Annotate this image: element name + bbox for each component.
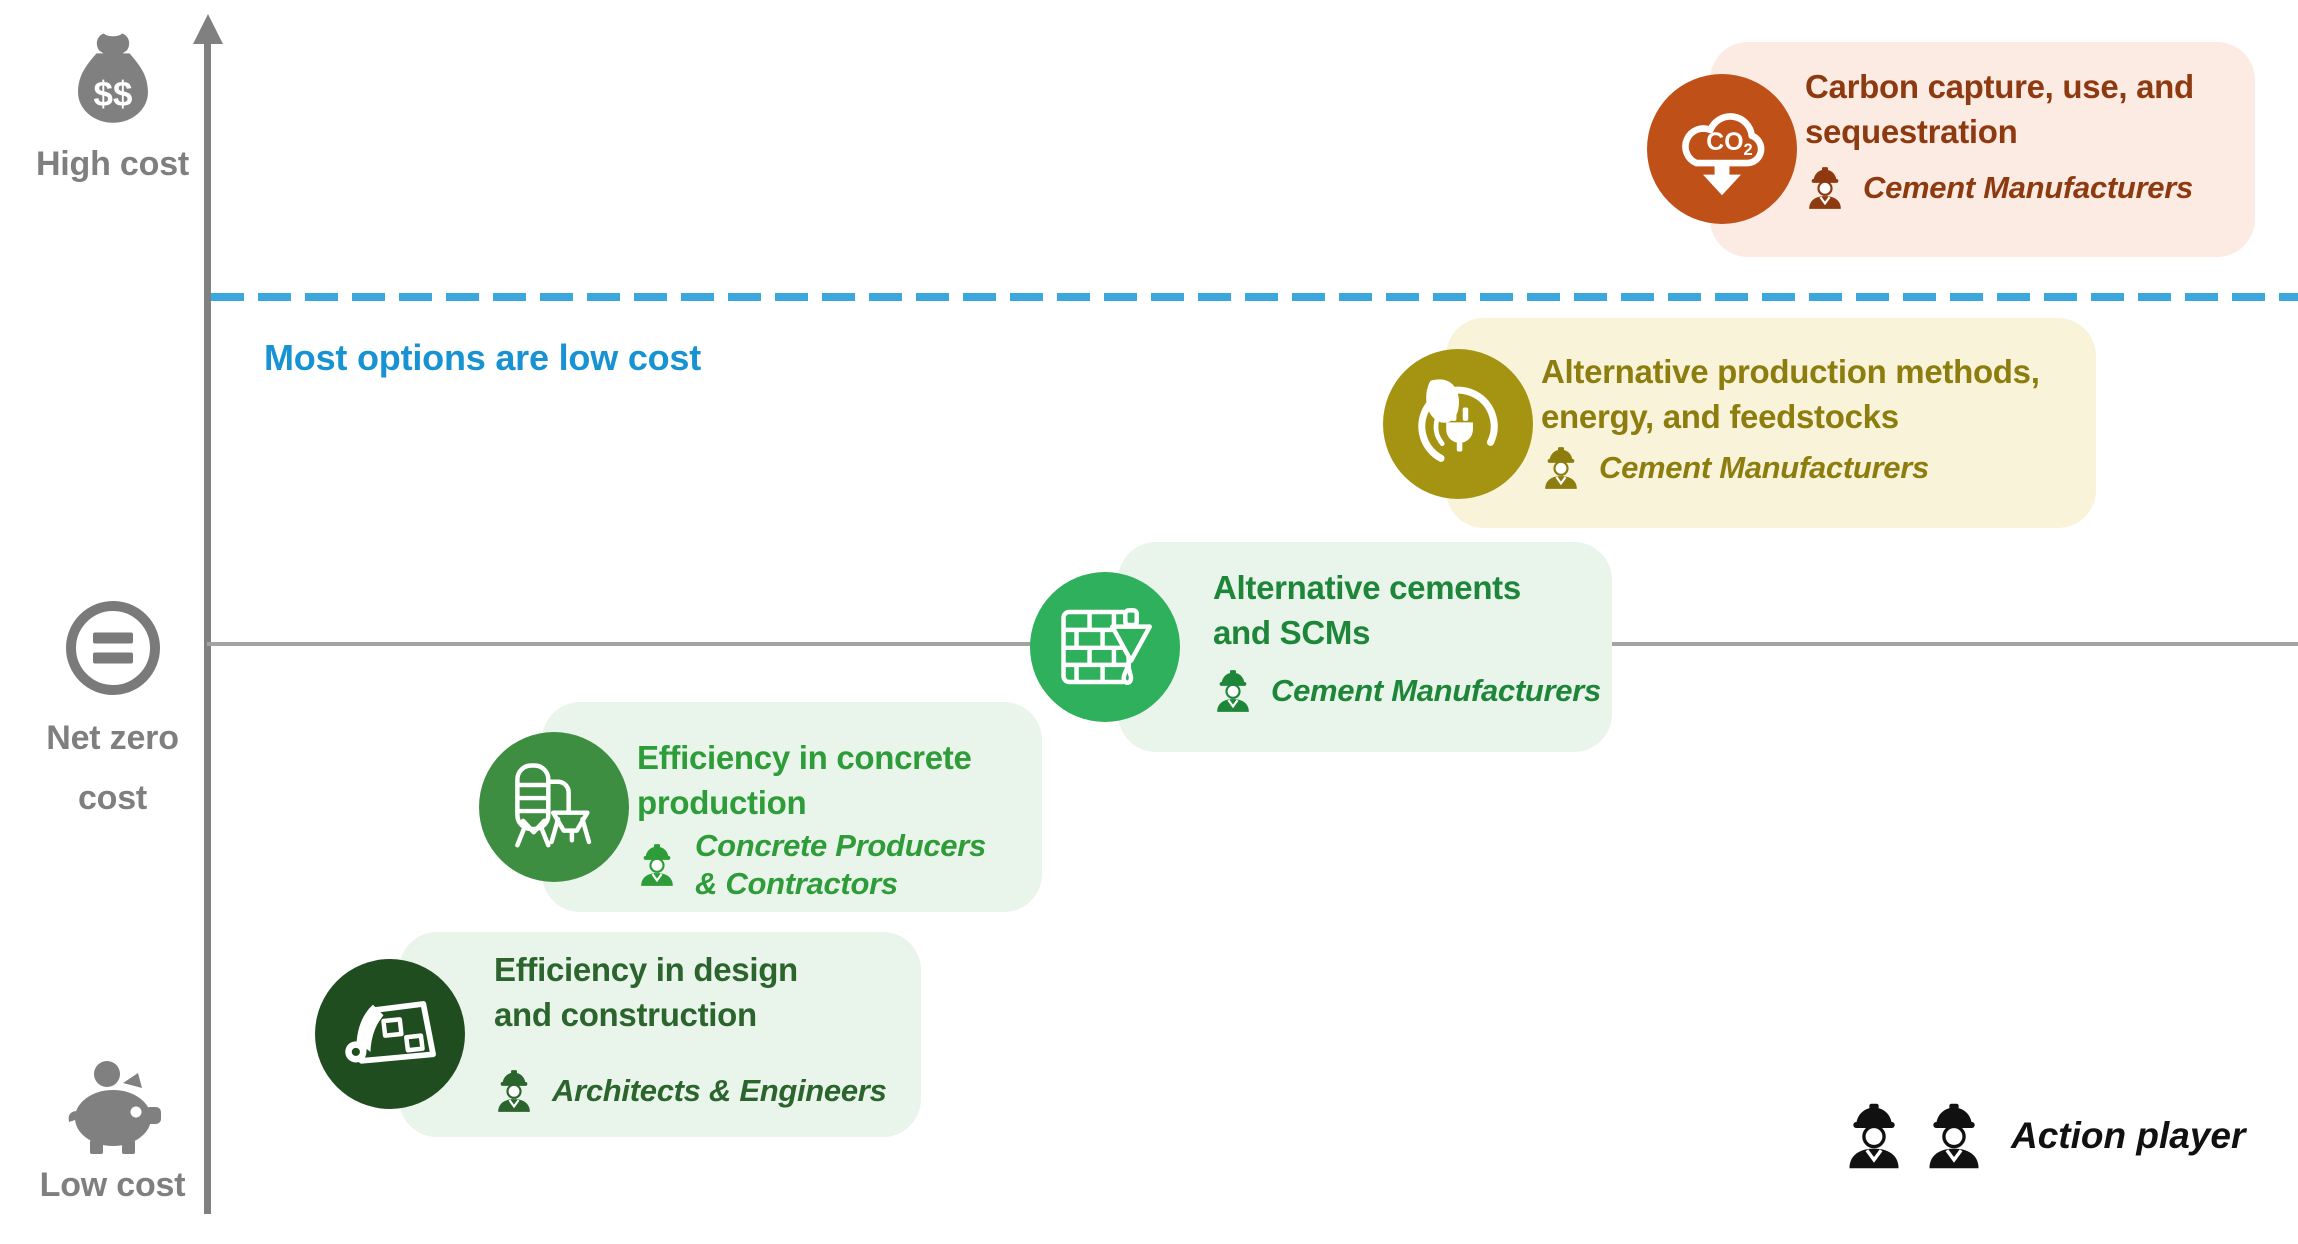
card-title-line: Alternative production methods, (1541, 353, 2040, 390)
low-cost-threshold-dashed-line (211, 293, 2298, 301)
card-title-line: and SCMs (1213, 614, 1371, 651)
card-icon-circle (1383, 349, 1533, 499)
card-title-line: and construction (494, 996, 757, 1033)
worker-icon (1216, 669, 1250, 713)
card-title-line: Efficiency in design (494, 951, 798, 988)
equals-circle-icon (65, 601, 160, 695)
card-design-construction: Efficiency in design and construction Ar… (399, 932, 921, 1137)
co2-cloud-arrow-icon: CO2 (1682, 113, 1765, 196)
axis-label-group-low-cost: Low cost (15, 1055, 210, 1207)
action-player-label: Cement Manufacturers (1863, 170, 2193, 205)
action-player-legend: Action player (1843, 1098, 2245, 1174)
blueprint-icon (345, 1001, 436, 1064)
card-icon-circle (1030, 572, 1180, 722)
worker-icon (1544, 446, 1578, 490)
action-player-label: & Contractors (695, 866, 898, 901)
svg-text:$$: $$ (93, 75, 132, 114)
low-cost-label: Low cost (39, 1166, 186, 1204)
brick-trowel-icon (1061, 608, 1152, 685)
action-player-row: Cement Manufacturers (1541, 445, 2040, 491)
axis-label-group-high-cost: $$ High cost (15, 28, 210, 186)
card-title-line: sequestration (1805, 113, 2018, 150)
card-icon-circle: CO2 (1647, 74, 1797, 224)
worker-icon (1847, 1102, 1901, 1170)
card-icon-circle (315, 959, 465, 1109)
piggy-bank-icon (68, 1061, 161, 1154)
action-player-legend-label: Action player (2011, 1115, 2246, 1156)
axis-label-group-net-zero: Net zero cost (15, 596, 210, 820)
card-title-line: Carbon capture, use, and (1805, 68, 2194, 105)
worker-icon (640, 843, 674, 887)
net-zero-cost-label-line2: cost (77, 779, 148, 817)
card-alternative-production: Alternative production methods, energy, … (1446, 318, 2096, 528)
action-player-row: Concrete Producers & Contractors (637, 827, 986, 903)
silo-hopper-icon (515, 763, 592, 848)
high-cost-label: High cost (35, 145, 190, 183)
worker-icon (1927, 1102, 1981, 1170)
action-player-label: Cement Manufacturers (1599, 450, 1929, 485)
worker-icon (1808, 166, 1842, 210)
card-title-line: production (637, 784, 807, 821)
svg-text:CO2: CO2 (1706, 129, 1752, 159)
action-player-row: Architects & Engineers (494, 1068, 887, 1114)
cost-axis-line (204, 40, 211, 1214)
card-alternative-cements: Alternative cements and SCMs Cement Manu… (1118, 542, 1612, 752)
card-title-line: Efficiency in concrete (637, 739, 972, 776)
action-player-label: Cement Manufacturers (1271, 673, 1601, 708)
card-carbon-capture: Carbon capture, use, and sequestration C… (1710, 42, 2255, 257)
action-player-label: Concrete Producers (695, 828, 986, 863)
card-title-line: energy, and feedstocks (1541, 398, 1899, 435)
cost-axis-arrowhead-icon (193, 14, 223, 44)
card-icon-circle (479, 732, 629, 882)
worker-icon (497, 1069, 531, 1113)
action-player-row: Cement Manufacturers (1213, 668, 1601, 714)
action-player-row: Cement Manufacturers (1805, 165, 2194, 211)
leaf-plug-icon (1418, 379, 1498, 467)
action-player-label: Architects & Engineers (552, 1073, 887, 1108)
money-bag-icon: $$ (77, 33, 148, 123)
card-title-line: Alternative cements (1213, 569, 1521, 606)
annotation-most-options-low-cost: Most options are low cost (264, 337, 702, 378)
net-zero-cost-label-line1: Net zero (46, 719, 179, 757)
